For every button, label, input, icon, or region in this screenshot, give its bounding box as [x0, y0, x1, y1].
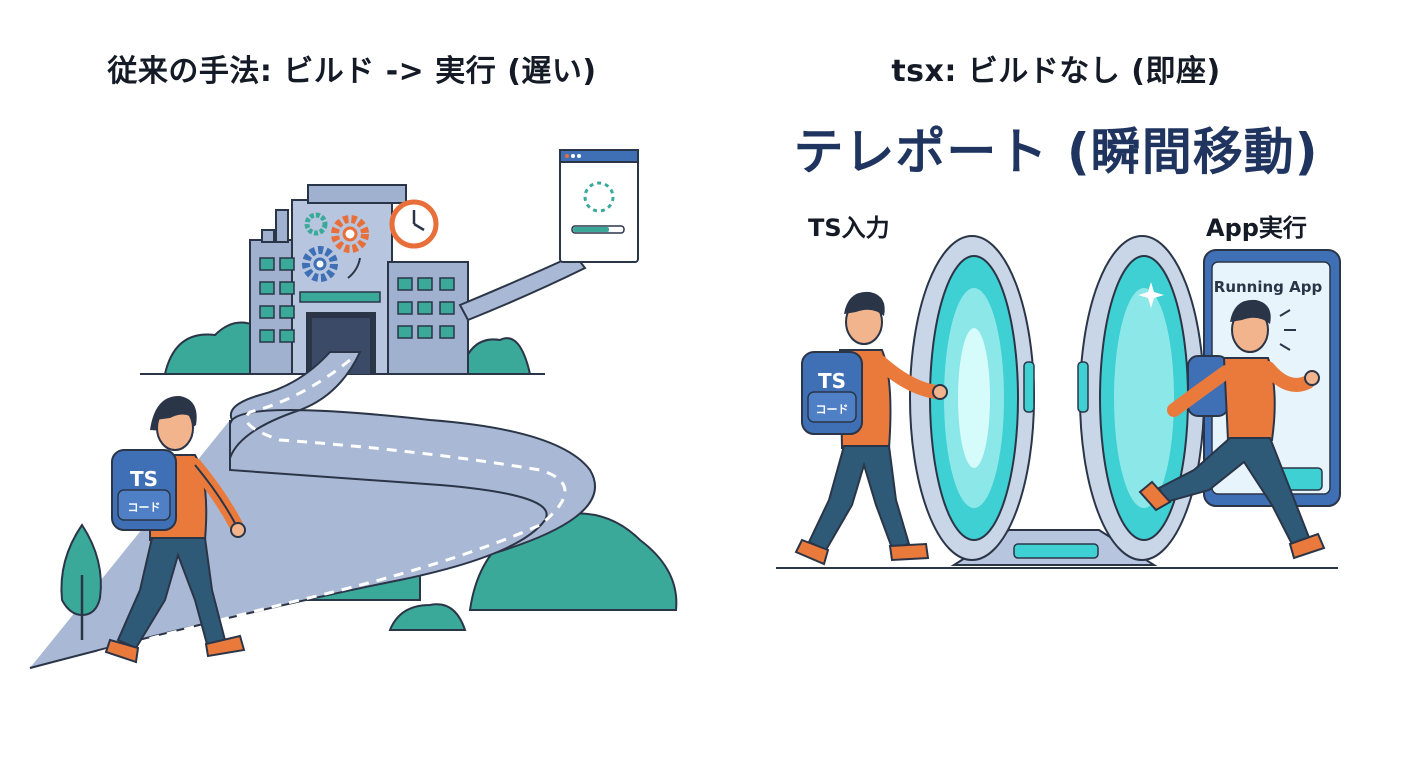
- process-arrow-icon: [347, 257, 361, 279]
- sparkle-icon: [1138, 282, 1164, 308]
- road-dash-line: [79, 358, 567, 660]
- portal-entry: [909, 235, 1035, 561]
- backpack-ts-text: TS: [130, 467, 158, 491]
- gear-icon-blue-large: [302, 246, 338, 282]
- ts-backpack-entering: TS コード: [801, 351, 863, 435]
- loading-spinner-icon: [583, 181, 615, 213]
- gear-icon-orange: [331, 215, 369, 253]
- teleport-title: テレポート (瞬間移動): [793, 123, 1319, 181]
- traditional-method-heading: 従来の手法: ビルド -> 実行 (遅い): [107, 54, 597, 89]
- portal-exit: [1077, 235, 1205, 561]
- bush-small: [388, 603, 467, 631]
- road-to-app: [458, 253, 587, 322]
- build-road-illustration: TS コード: [29, 149, 678, 669]
- running-app-text: Running App: [1214, 278, 1323, 296]
- ts-input-label: TS入力: [808, 214, 890, 242]
- build-factory: [249, 184, 469, 375]
- developer-exiting-portal: [1138, 299, 1326, 560]
- tsx-method-panel: tsx: ビルドなし (即座) テレポート (瞬間移動) TS入力 App実行 …: [704, 0, 1408, 768]
- motion-lines-icon: [1279, 309, 1296, 351]
- app-run-label: App実行: [1206, 214, 1307, 242]
- tsx-method-heading: tsx: ビルドなし (即座): [891, 54, 1221, 89]
- traditional-method-panel: 従来の手法: ビルド -> 実行 (遅い): [29, 54, 678, 669]
- loading-app-window: [559, 149, 639, 263]
- backpack-ts-text: TS: [818, 369, 846, 393]
- walking-developer: [104, 395, 246, 664]
- backpack-code-text: コード: [128, 501, 161, 514]
- backpack-code-text: コード: [816, 403, 849, 416]
- gear-icon-blue-small: [304, 212, 328, 236]
- teleport-illustration: Running App: [776, 235, 1341, 569]
- bush-right: [458, 337, 532, 375]
- ts-backpack: TS コード: [111, 449, 177, 531]
- tree: [60, 523, 102, 640]
- clock-icon: [389, 199, 439, 249]
